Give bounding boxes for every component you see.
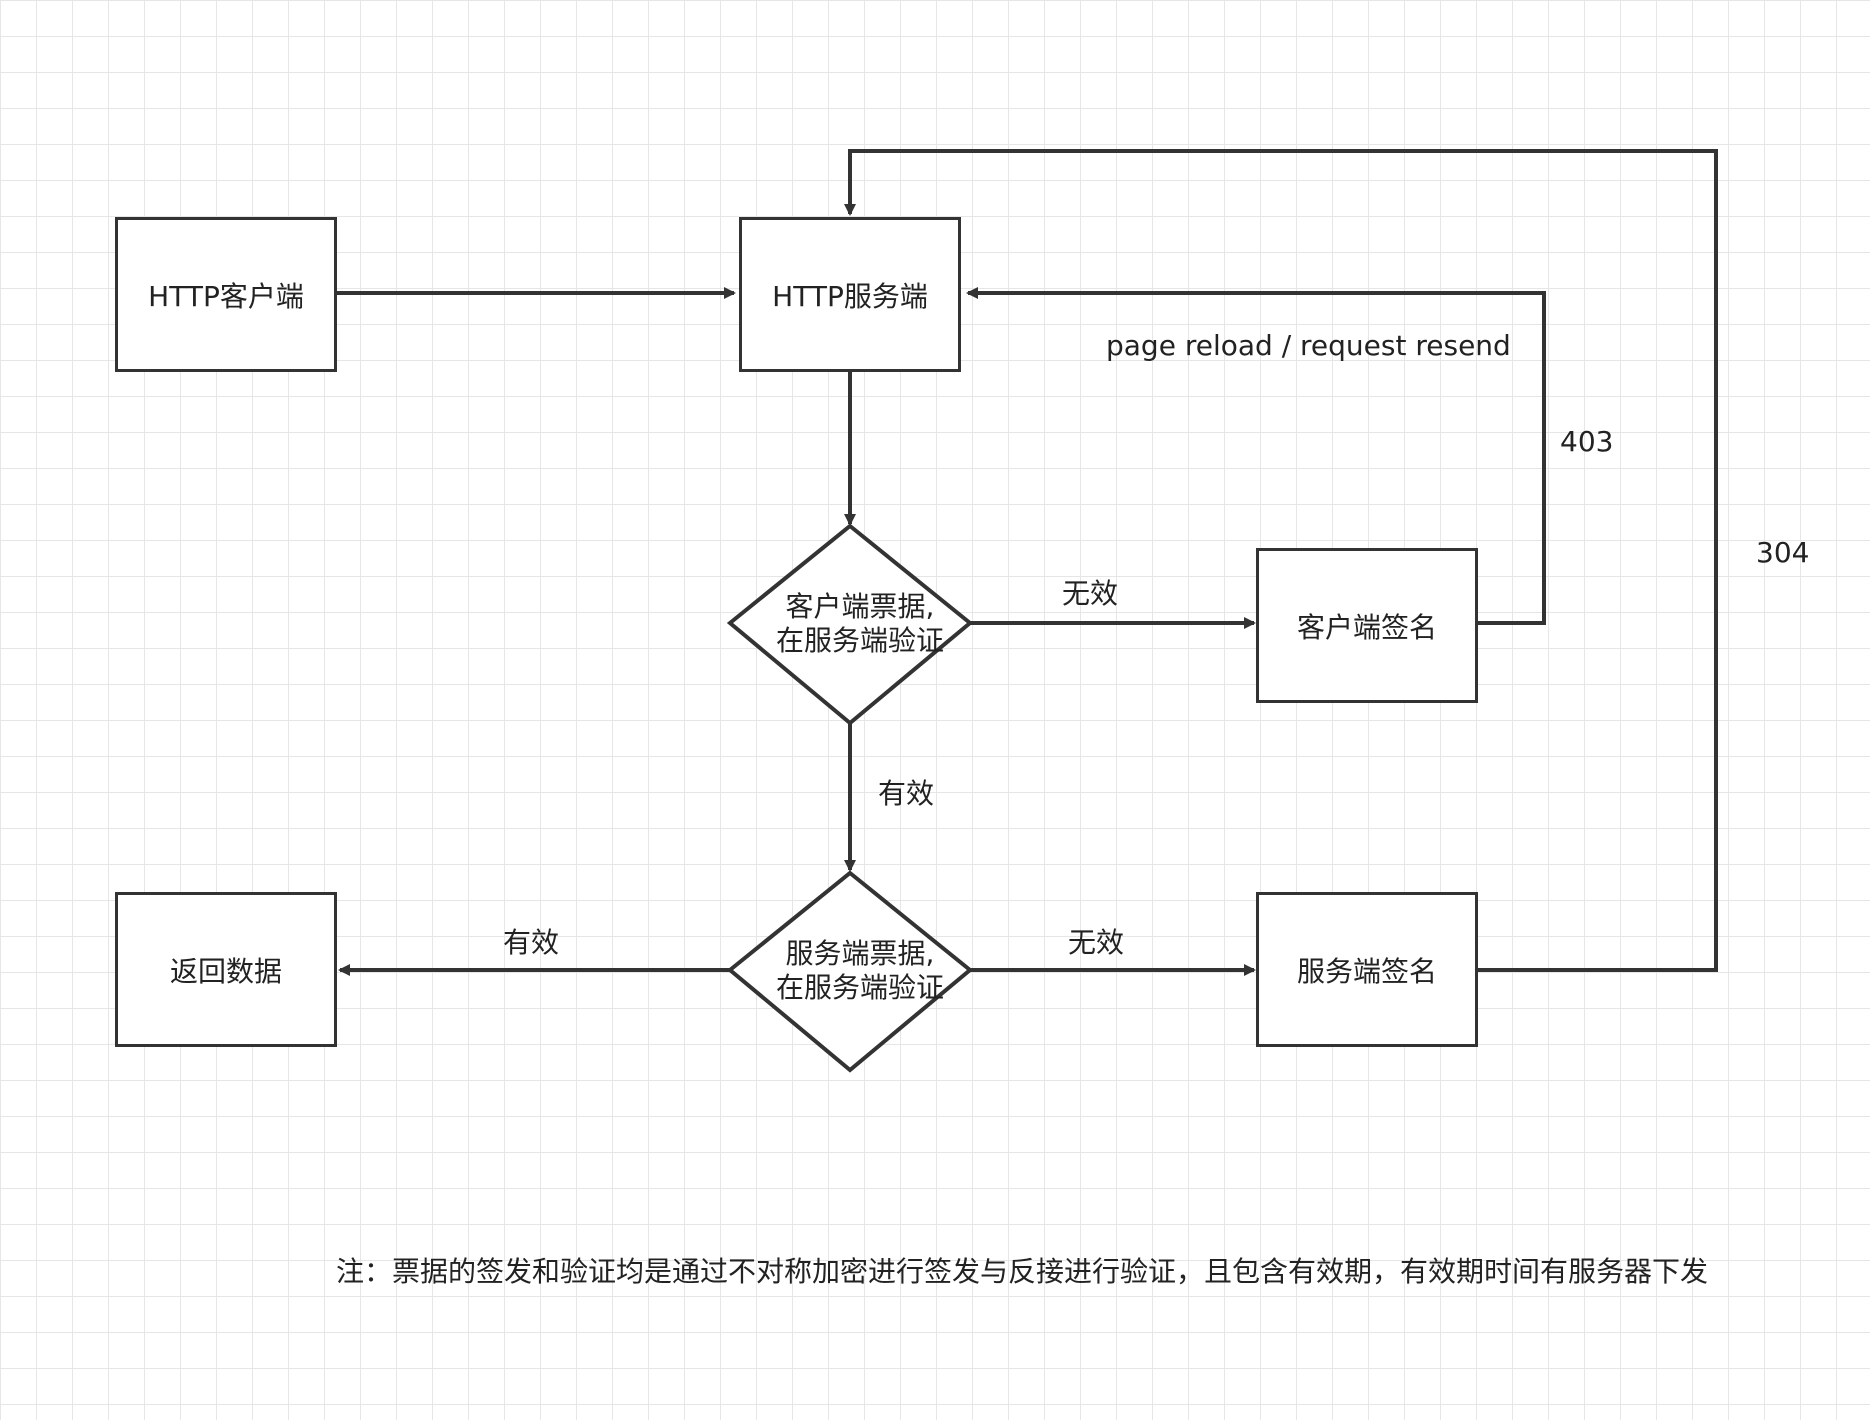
http-server-box: HTTP服务端	[739, 217, 961, 372]
return-data-box: 返回数据	[115, 892, 337, 1047]
footnote: 注：票据的签发和验证均是通过不对称加密进行签发与反接进行验证，且包含有效期，有效…	[336, 1255, 1709, 1288]
client-sign-box: 客户端签名	[1256, 548, 1478, 703]
client-sign-label: 客户端签名	[1296, 610, 1437, 644]
code-403-label: 403	[1560, 425, 1614, 458]
server-sign-label: 服务端签名	[1296, 954, 1437, 988]
edge-client-sign-403-return	[966, 287, 1546, 625]
server-ticket-check-text: 服务端票据, 在服务端验证	[770, 937, 950, 1005]
server-sign-box: 服务端签名	[1256, 892, 1478, 1047]
client-ticket-check-line2: 在服务端验证	[775, 624, 944, 657]
client-ticket-check-text: 客户端票据, 在服务端验证	[770, 590, 950, 658]
client-valid-label: 有效	[878, 777, 935, 810]
server-valid-label: 有效	[503, 926, 560, 959]
reload-label: page reload / request resend	[1106, 329, 1511, 362]
return-data-label: 返回数据	[169, 954, 282, 988]
client-ticket-check-line1: 客户端票据,	[785, 590, 935, 623]
http-client-label: HTTP客户端	[148, 279, 304, 313]
code-304-label: 304	[1756, 536, 1810, 569]
server-ticket-check-diamond	[726, 870, 974, 1073]
client-invalid-label: 无效	[1062, 577, 1119, 610]
server-ticket-check-line2: 在服务端验证	[775, 971, 944, 1004]
http-server-label: HTTP服务端	[772, 279, 928, 313]
http-client-box: HTTP客户端	[115, 217, 337, 372]
client-ticket-check-diamond	[726, 523, 974, 726]
server-invalid-label: 无效	[1068, 926, 1125, 959]
server-ticket-check-line1: 服务端票据,	[785, 937, 935, 970]
edge-server-sign-304-return	[844, 149, 1718, 972]
